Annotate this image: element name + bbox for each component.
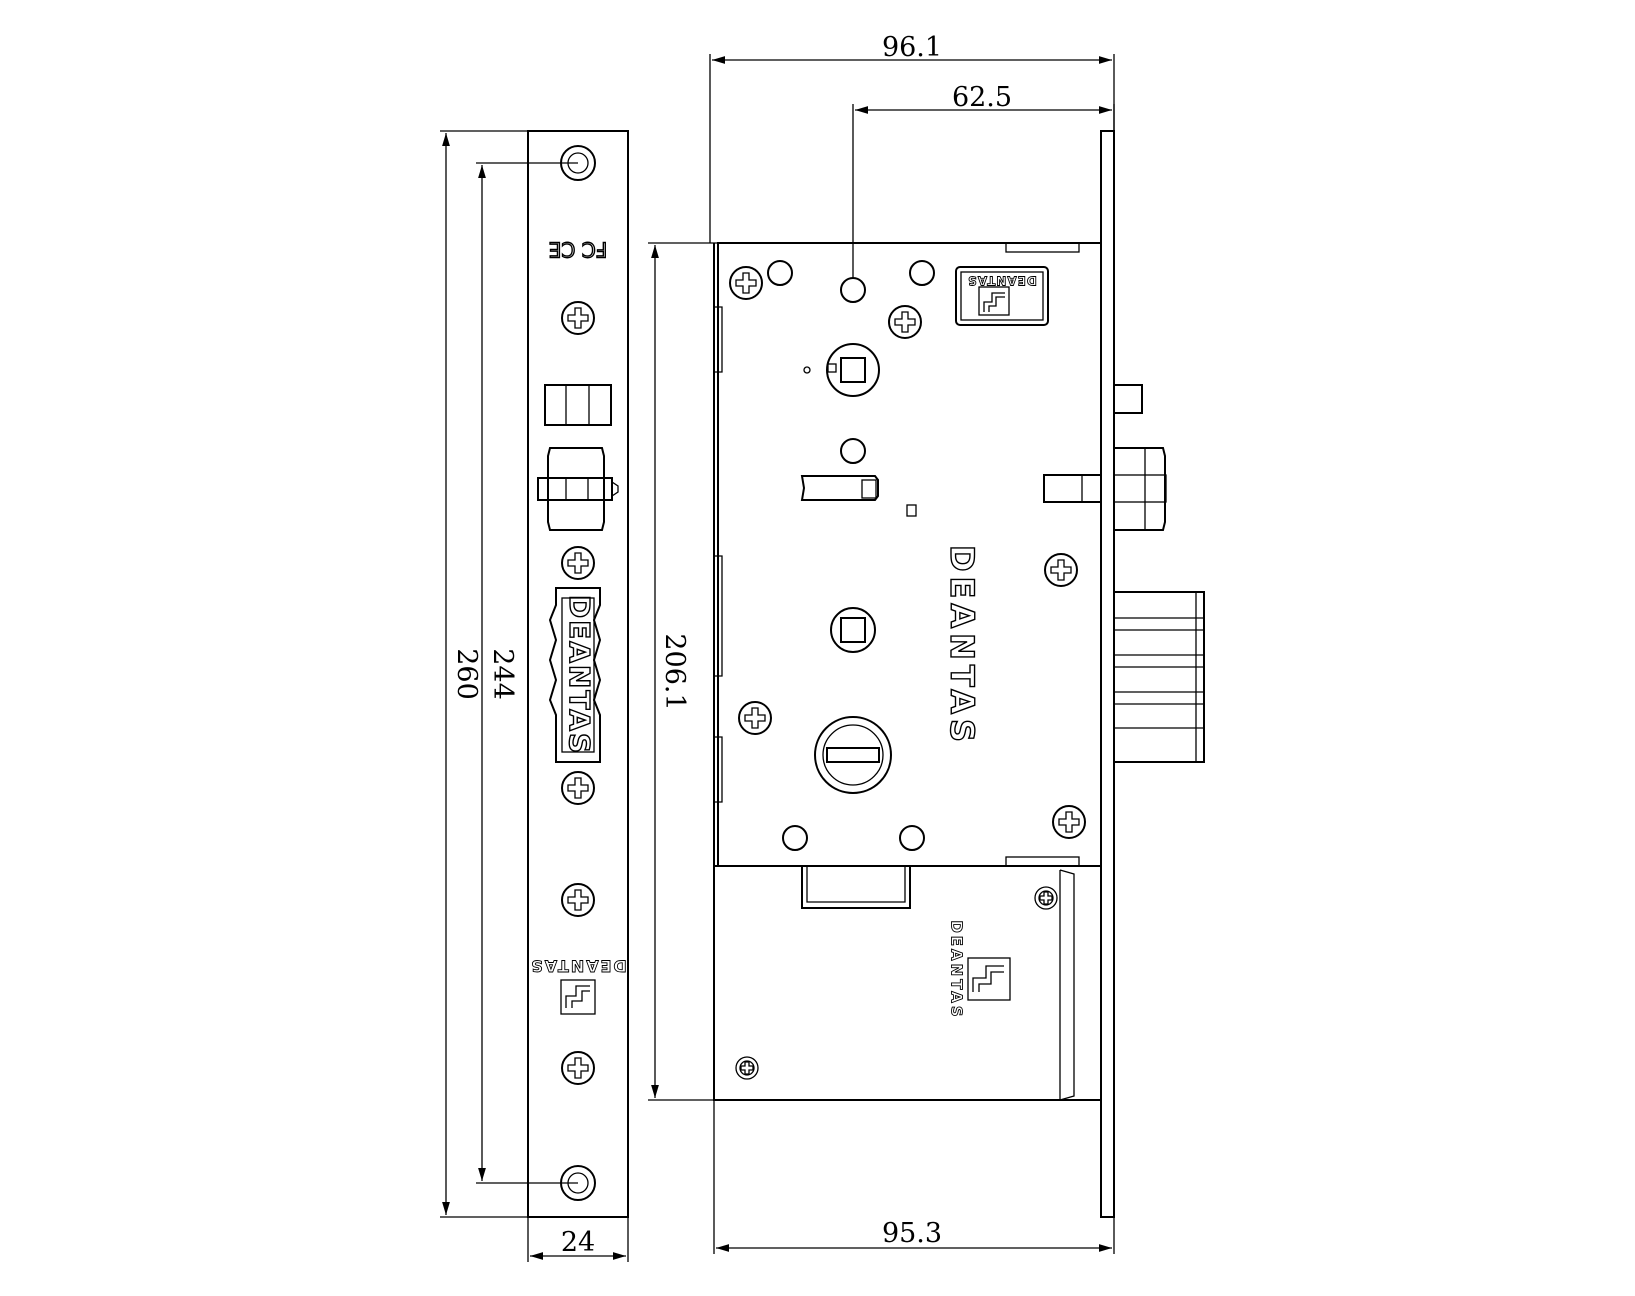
- hole-1: [767, 260, 793, 286]
- body-logo-plate: DEANTAS: [955, 266, 1049, 326]
- certification-marks: FC CE: [549, 238, 607, 262]
- faceplate-screw-icon-1: [561, 301, 595, 335]
- faceplate-logo: DEANTAS: [529, 956, 627, 1015]
- trigger-slider: [800, 475, 879, 501]
- lever-hub-upper: [826, 343, 880, 397]
- auxiliary-latch-side: [1113, 384, 1143, 414]
- lower-case: [713, 865, 1102, 1101]
- faceplate-main-latch: [537, 447, 619, 531]
- faceplate-logo-text: DEANTAS: [529, 957, 627, 976]
- hole-4: [840, 438, 866, 464]
- faceplate-screw-icon-3: [561, 771, 595, 805]
- dim-overall-depth: 96.1: [882, 32, 942, 63]
- hole-3: [909, 260, 935, 286]
- faceplate-screw-icon-4: [561, 883, 595, 917]
- body-screw-icon-3: [1044, 553, 1078, 587]
- dimensions: 260 244 24 206.1 96.1 62.5 95.3: [440, 32, 1115, 1262]
- deadbolt-brand-text: DEANTAS: [563, 595, 596, 755]
- main-latch-side: [1043, 447, 1167, 531]
- dim-screw-hole-spacing: 244: [487, 648, 518, 700]
- dim-faceplate-length: 260: [451, 648, 482, 700]
- faceplate-screw-icon-5: [561, 1051, 595, 1085]
- deadbolt-side: [1113, 591, 1205, 763]
- dim-faceplate-width: 24: [561, 1227, 595, 1258]
- body-screw-small-icon-2: [735, 1056, 759, 1080]
- dim-body-depth: 95.3: [882, 1218, 942, 1249]
- cylinder-cam: [814, 716, 892, 794]
- lower-logo-text: DEANTAS: [948, 920, 966, 1019]
- hole-5: [782, 825, 808, 851]
- faceplate-screw-icon-2: [561, 546, 595, 580]
- lock-body: DEANTAS DEANTAS DEANTAS: [713, 130, 1205, 1218]
- body-screw-icon-5: [1052, 805, 1086, 839]
- faceplate: FC CE DEANTAS DEANTAS: [527, 130, 629, 1218]
- dim-body-height: 206.1: [659, 633, 690, 710]
- lower-logo: DEANTAS: [947, 920, 1011, 1020]
- body-screw-icon-1: [729, 266, 763, 300]
- forend-edge: [1100, 130, 1115, 1218]
- faceplate-outline: [527, 130, 629, 1218]
- faceplate-auxiliary-latch: [544, 384, 612, 426]
- hole-2: [840, 277, 866, 303]
- body-brand-text: DEANTAS: [943, 545, 981, 747]
- lever-hub-middle: [830, 607, 876, 653]
- body-logo-text: DEANTAS: [967, 274, 1037, 288]
- body-screw-icon-4: [738, 701, 772, 735]
- dim-backset: 62.5: [952, 82, 1012, 113]
- faceplate-deadbolt: DEANTAS: [548, 587, 602, 763]
- body-screw-small-icon-1: [1034, 886, 1058, 910]
- body-screw-icon-2: [888, 305, 922, 339]
- hole-6: [899, 825, 925, 851]
